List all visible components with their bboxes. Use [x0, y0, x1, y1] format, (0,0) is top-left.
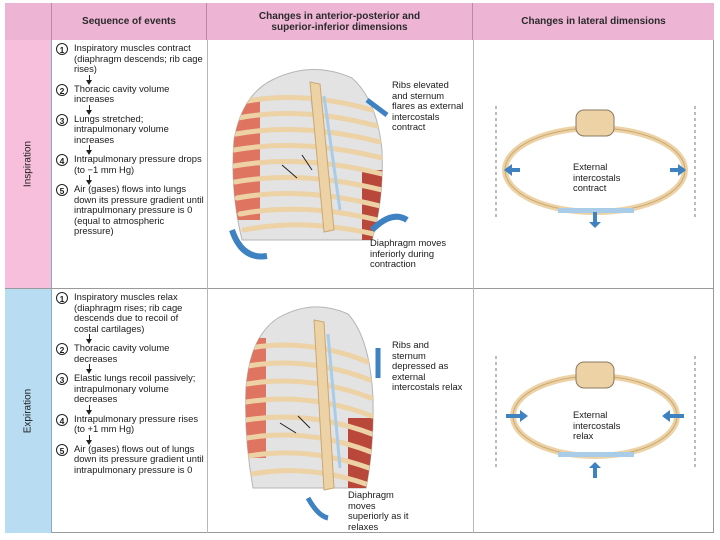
- header-ap-si: Changes in anterior-posterior and superi…: [207, 3, 473, 40]
- inspiration-side-bar: Inspiration: [5, 40, 52, 288]
- header-ap-line1: Changes in anterior-posterior and: [258, 10, 421, 22]
- header-corner: [5, 3, 52, 40]
- expiration-lateral-illustration: [495, 356, 696, 478]
- inspiration-ribs-note: Ribs elevated and sternum flares as exte…: [392, 79, 464, 132]
- header-ap-line2: superior-inferior dimensions: [271, 21, 408, 33]
- inspiration-ribcage-illustration: [229, 69, 409, 260]
- flow-arrow: [86, 74, 204, 85]
- flow-arrow: [86, 334, 204, 344]
- expiration-label: Expiration: [22, 388, 34, 434]
- flow-arrow: [86, 175, 204, 185]
- flow-arrow: [86, 434, 204, 445]
- header-sequence-label: Sequence of events: [82, 16, 176, 27]
- inspiration-lateral-note: External intercostals contract: [573, 161, 621, 193]
- col-divider-2: [473, 40, 474, 533]
- header-lateral: Changes in lateral dimensions: [473, 3, 714, 40]
- expiration-side-bar: Expiration: [5, 289, 52, 533]
- header-lateral-label: Changes in lateral dimensions: [521, 16, 666, 27]
- expiration-diaphragm-note: Diaphragm moves superiorly as it relaxes: [348, 489, 409, 532]
- flow-arrow: [86, 145, 204, 155]
- expiration-lateral-note: External intercostals relax: [573, 409, 621, 441]
- flow-arrow: [86, 364, 204, 374]
- header-sequence: Sequence of events: [52, 3, 207, 40]
- inspiration-label: Inspiration: [22, 140, 34, 188]
- row-divider: [5, 288, 714, 289]
- expiration-ribs-note: Ribs and sternum depressed as external i…: [392, 339, 463, 392]
- flow-arrow: [86, 104, 204, 115]
- inspiration-lateral-illustration: [495, 106, 696, 228]
- inspiration-diaphragm-note: Diaphragm moves inferiorly during contra…: [370, 237, 447, 269]
- flow-arrow: [86, 404, 204, 415]
- col-divider-1: [207, 40, 208, 533]
- expiration-ribcage-illustration: [245, 306, 381, 521]
